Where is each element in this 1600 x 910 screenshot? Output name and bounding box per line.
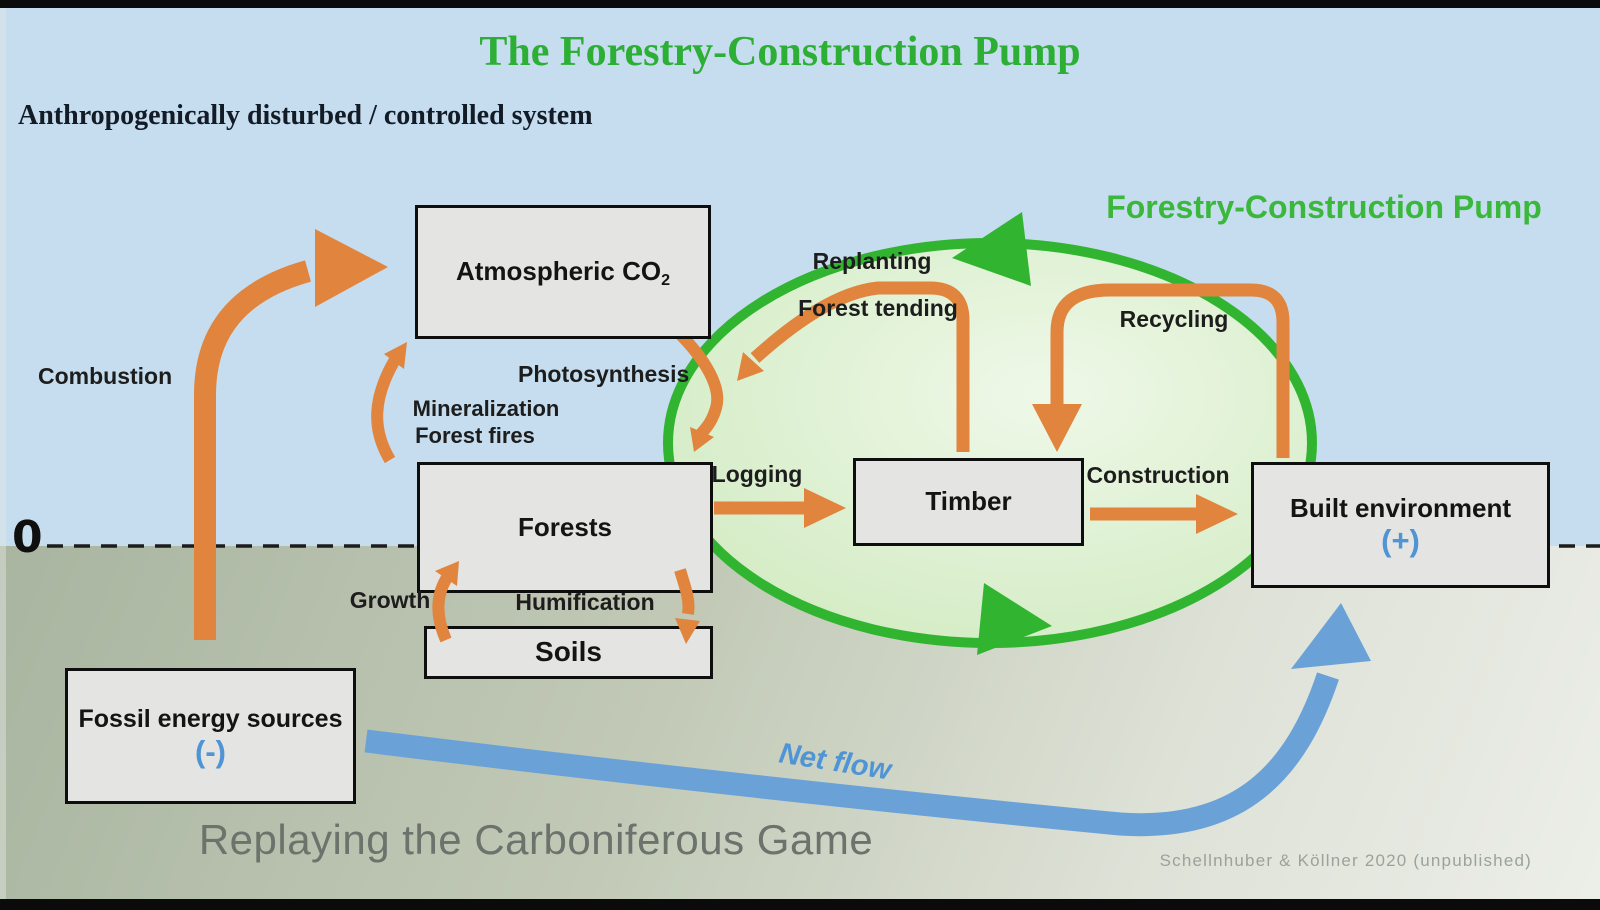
slide-subtitle: Anthropogenically disturbed / controlled… xyxy=(18,100,593,131)
box-timber: Timber xyxy=(853,458,1084,546)
label-combustion: Combustion xyxy=(38,363,173,389)
label-replanting: Replanting xyxy=(812,248,932,274)
box-built-environment: Built environment (+) xyxy=(1251,462,1550,588)
box-soils: Soils xyxy=(424,626,713,679)
box-fossil-energy: Fossil energy sources (-) xyxy=(65,668,356,804)
co2-subscript: 2 xyxy=(661,270,671,289)
label-growth: Growth xyxy=(349,587,431,613)
label-construction: Construction xyxy=(1086,462,1230,488)
label-photosynthesis: Photosynthesis xyxy=(518,361,690,387)
fossil-energy-sign: (-) xyxy=(195,733,226,769)
box-timber-label: Timber xyxy=(925,486,1012,517)
label-humification: Humification xyxy=(515,589,655,615)
zero-baseline-label: 0 xyxy=(12,512,43,563)
photosynthesis-arrow xyxy=(673,327,724,452)
box-forests-label: Forests xyxy=(518,511,612,542)
slide-title: The Forestry-Construction Pump xyxy=(479,29,1081,75)
label-recycling: Recycling xyxy=(1119,306,1229,332)
label-forest-fires: Forest fires xyxy=(415,423,535,448)
label-forest-tending: Forest tending xyxy=(798,295,958,321)
mineralization-arrow xyxy=(371,342,407,464)
cycle-arrowhead-top xyxy=(952,212,1031,286)
label-mineralization: Mineralization xyxy=(412,396,560,421)
letterbox-bar-top xyxy=(0,0,1600,8)
attribution-credit: Schellnhuber & Köllner 2020 (unpublished… xyxy=(1159,851,1532,870)
bottom-caption: Replaying the Carboniferous Game xyxy=(198,816,874,863)
box-fossil-energy-label: Fossil energy sources xyxy=(78,705,343,734)
slide-left-edge xyxy=(0,8,6,899)
built-environment-sign: (+) xyxy=(1381,523,1420,559)
box-soils-label: Soils xyxy=(535,636,602,668)
label-logging: Logging xyxy=(711,461,803,487)
box-atmospheric-co2-label: Atmospheric CO2 xyxy=(455,256,671,289)
letterbox-bar-bottom xyxy=(0,899,1600,910)
construction-arrow xyxy=(1090,494,1238,534)
pump-cycle-title: Forestry-Construction Pump xyxy=(1106,189,1542,225)
box-forests: Forests xyxy=(417,462,713,593)
logging-arrow xyxy=(714,488,846,528)
box-built-environment-label: Built environment xyxy=(1289,492,1511,523)
box-atmospheric-co2: Atmospheric CO2 xyxy=(415,205,711,339)
